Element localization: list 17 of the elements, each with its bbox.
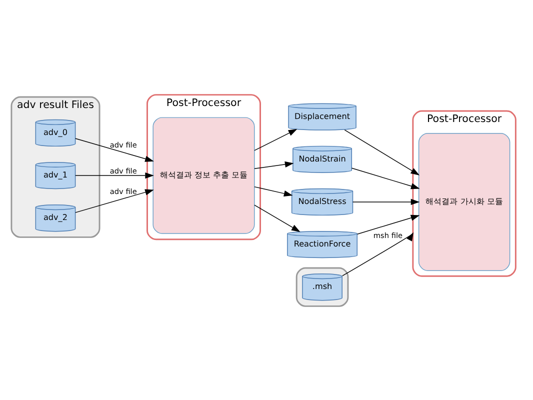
- arrow: [254, 186, 293, 196]
- cluster: [296, 266, 349, 306]
- arrow: [357, 214, 420, 234]
- arrow: [75, 188, 154, 212]
- arrow: [75, 172, 154, 178]
- edge-label: adv file: [110, 166, 137, 175]
- arrow: [342, 232, 414, 276]
- arrow: [344, 129, 420, 175]
- arrow: [254, 128, 298, 150]
- arrow: [254, 204, 300, 232]
- arrow: [351, 167, 420, 189]
- edge-label: adv file: [110, 140, 137, 150]
- arrow: [352, 198, 420, 205]
- edge-label: msh file: [373, 230, 403, 240]
- arrow: [75, 138, 154, 162]
- arrow: [254, 160, 294, 169]
- edge-label: adv file: [110, 186, 137, 196]
